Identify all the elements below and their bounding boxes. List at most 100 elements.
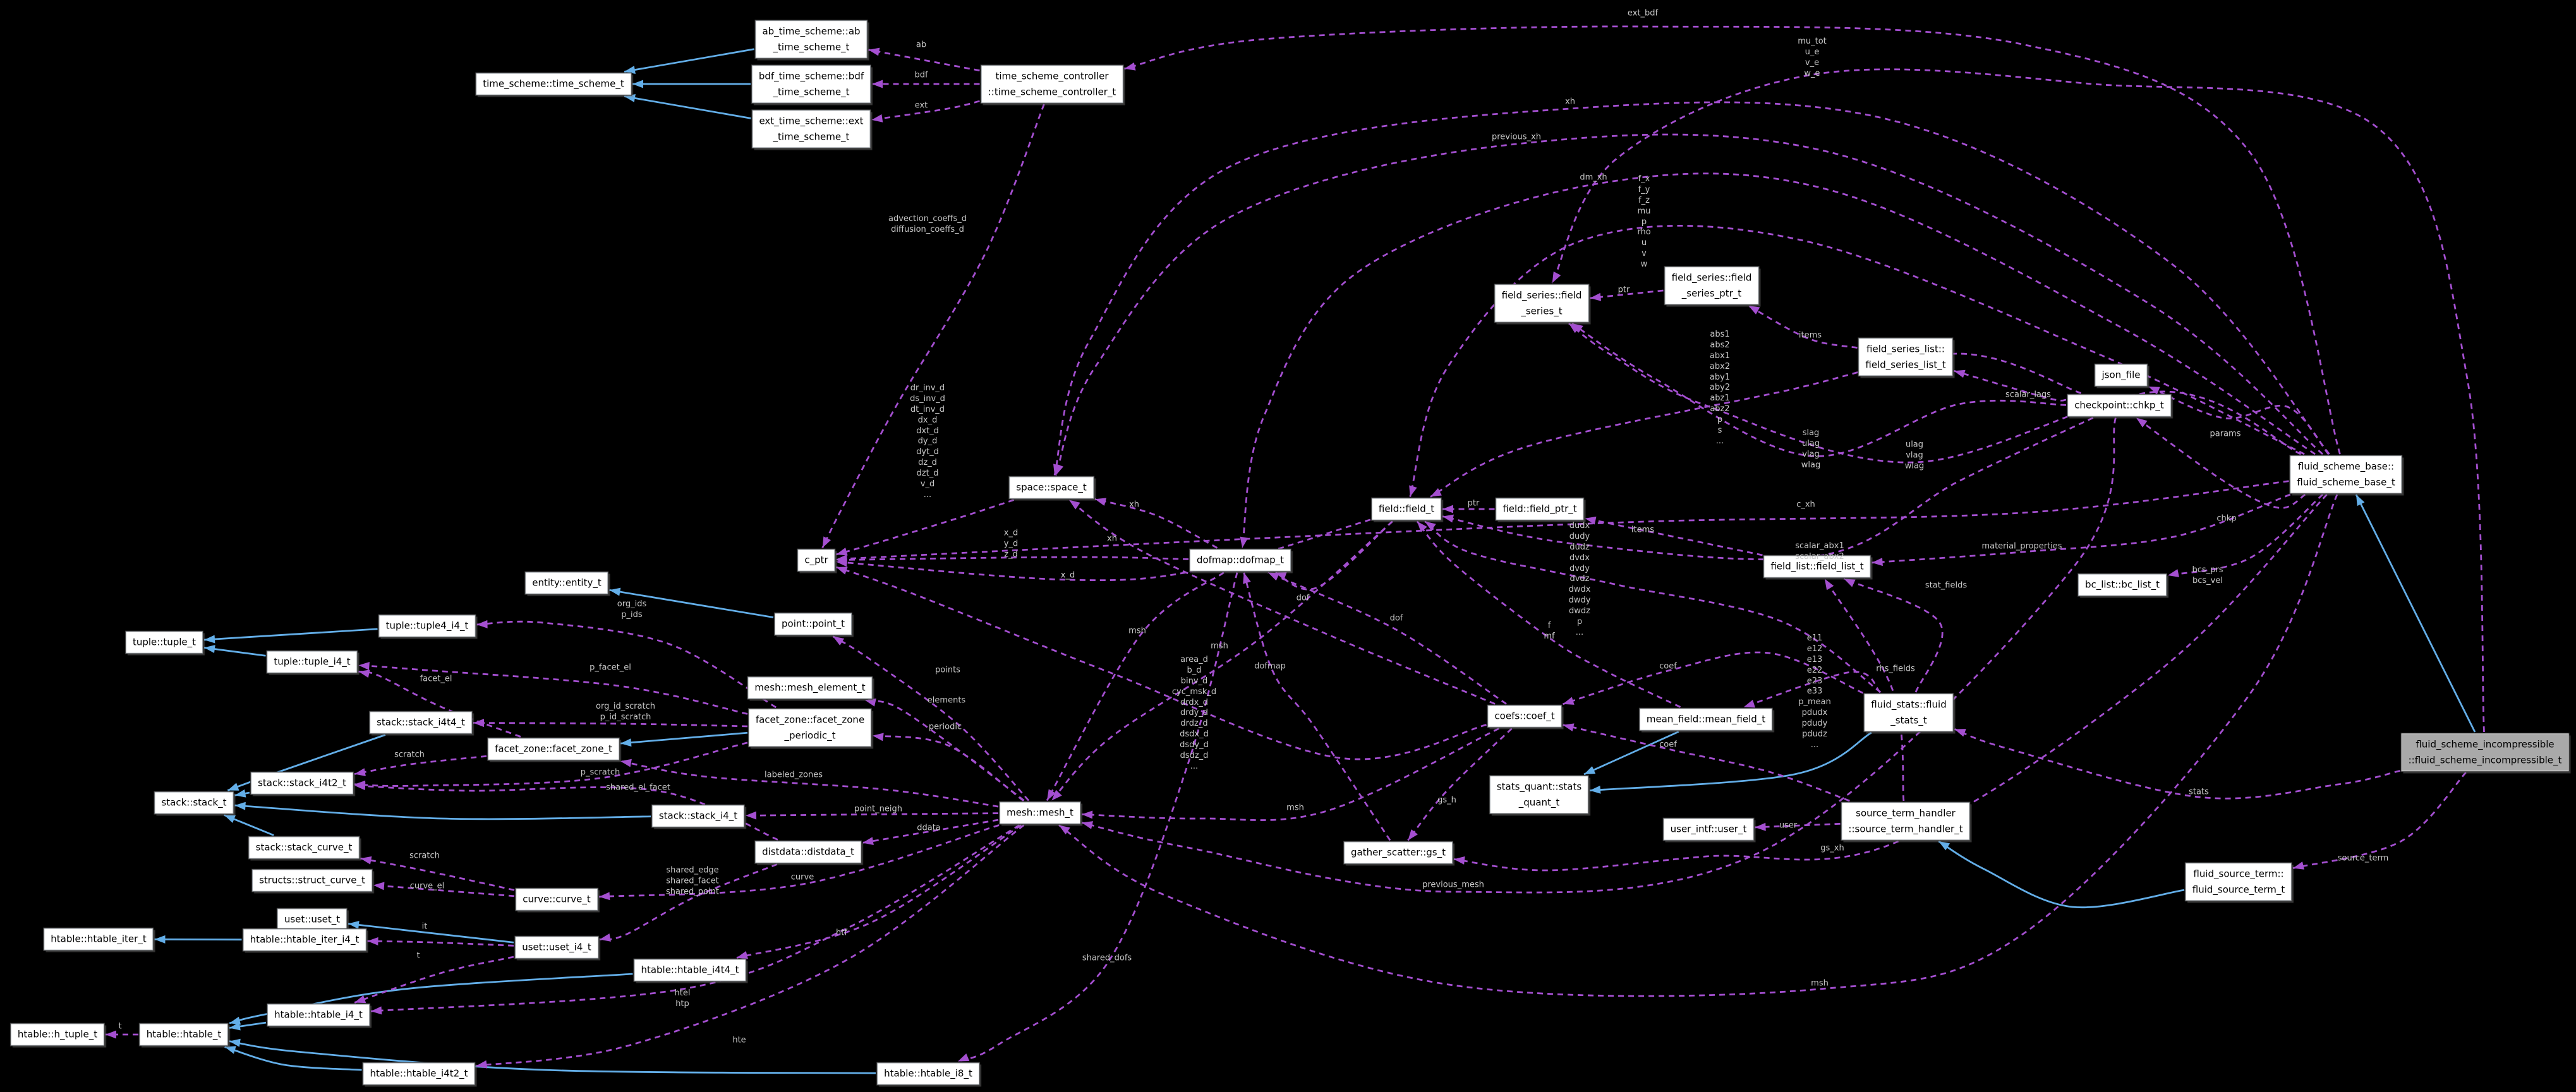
arrowhead [1572, 323, 1583, 333]
arrowhead [1047, 789, 1056, 801]
edge-sth-coef [1563, 724, 1850, 802]
node-json[interactable]: json_file [2094, 363, 2148, 387]
arrowhead [360, 856, 372, 865]
node-tuple4[interactable]: tuple::tuple4_i4_t [378, 614, 476, 638]
node-base[interactable]: fluid_scheme_base:: fluid_scheme_base_t [2289, 455, 2403, 494]
node-meanfield[interactable]: mean_field::mean_field_t [1638, 707, 1774, 731]
node-sth[interactable]: source_term_handler ::source_term_handle… [1841, 801, 1971, 841]
arrowhead [1082, 821, 1094, 829]
arrowhead [1267, 572, 1280, 581]
node-incomp[interactable]: fluid_scheme_incompressible ::fluid_sche… [2400, 733, 2570, 772]
node-iteri4[interactable]: htable::htable_iter_i4_t [242, 928, 367, 952]
arrowhead [229, 1022, 241, 1031]
edge-ext-ts [624, 95, 751, 119]
node-cptr[interactable]: c_ptr [797, 548, 836, 572]
arrowhead [227, 783, 239, 791]
arrowhead [1824, 579, 1834, 591]
edge-field-dofmap [1274, 520, 1393, 591]
node-user[interactable]: user_intf::user_t [1662, 817, 1755, 841]
node-dofmap[interactable]: dofmap::dofmap_t [1188, 548, 1292, 572]
arrowhead [624, 94, 636, 102]
node-fieldlist[interactable]: field_list::field_list_t [1763, 555, 1872, 579]
edge-fserieslist-fseriesptr [1748, 304, 1858, 349]
arrowhead [354, 995, 366, 1004]
arrowhead [476, 620, 488, 628]
node-stacki4t4[interactable]: stack::stack_i4t4_t [369, 711, 473, 735]
node-htable[interactable]: htable::htable_t [138, 1023, 229, 1047]
node-field[interactable]: field::field_t [1370, 497, 1442, 521]
arrowhead [1590, 292, 1602, 301]
node-squant[interactable]: stats_quant::stats _quant_t [1489, 775, 1590, 814]
node-point[interactable]: point::point_t [774, 612, 852, 636]
node-useti4[interactable]: uset::uset_i4_t [514, 935, 599, 959]
node-mesh[interactable]: mesh::mesh_t [999, 801, 1081, 825]
node-iter[interactable]: htable::htable_iter_t [43, 927, 154, 951]
node-hti4t2[interactable]: htable::htable_i4t2_t [362, 1062, 476, 1086]
node-hti4t4[interactable]: htable::htable_i4t4_t [633, 958, 747, 982]
arrowhead [1755, 822, 1766, 831]
node-uset[interactable]: uset::uset_t [276, 908, 348, 932]
node-gs[interactable]: gather_scatter::gs_t [1343, 841, 1453, 865]
edge-ctrl-ab [868, 49, 980, 72]
node-hti8[interactable]: htable::htable_i8_t [876, 1062, 980, 1086]
arrowhead [1430, 488, 1442, 497]
node-fzp[interactable]: facet_zone::facet_zone _periodic_t [747, 708, 873, 747]
arrowhead [868, 47, 880, 56]
edge-base-ctrl [1124, 25, 2341, 455]
arrowhead [1275, 572, 1287, 580]
node-meshel[interactable]: mesh::mesh_element_t [747, 676, 873, 700]
edge-fzp-stacki4t2 [354, 741, 748, 787]
node-fsource[interactable]: fluid_source_term:: fluid_source_term_t [2184, 862, 2293, 901]
arrowhead [1408, 829, 1418, 841]
edge-fzp-tuplei4 [358, 664, 748, 715]
node-entity[interactable]: entity::entity_t [524, 571, 609, 595]
arrowhead [1563, 723, 1575, 731]
node-stackcurve[interactable]: stack::stack_curve_t [248, 836, 360, 860]
node-chkp[interactable]: checkpoint::chkp_t [2067, 393, 2172, 417]
node-tuplei4[interactable]: tuple::tuple_i4_t [266, 650, 358, 674]
arrowhead [367, 937, 378, 945]
node-ext[interactable]: ext_time_scheme::ext _time_scheme_t [751, 109, 871, 148]
node-fseries[interactable]: field_series::field _series_t [1494, 284, 1590, 323]
node-ctrl[interactable]: time_scheme_controller ::time_scheme_con… [980, 64, 1124, 104]
node-fstats[interactable]: fluid_stats::fluid _stats_t [1863, 693, 1954, 732]
arrowhead [1409, 485, 1417, 497]
node-hti4[interactable]: htable::htable_i4_t [267, 1003, 370, 1027]
edge-base-cptr [836, 480, 2289, 560]
arrowhead [354, 768, 366, 777]
node-coef[interactable]: coefs::coef_t [1487, 704, 1563, 728]
edge-base-chkp [2136, 417, 2306, 509]
edge-mesh-fz [620, 760, 999, 808]
node-curve[interactable]: curve::curve_t [515, 887, 598, 911]
node-ts[interactable]: time_scheme::time_scheme_t [475, 72, 632, 96]
arrowhead [2168, 569, 2179, 577]
node-stacki4t2[interactable]: stack::stack_i4t2_t [250, 771, 354, 795]
node-fseriesptr[interactable]: field_series::field _series_ptr_t [1664, 266, 1760, 305]
arrowhead [1454, 856, 1465, 865]
edge-mesh-hti4 [370, 824, 1020, 1012]
edge-fzp-tuple4 [476, 620, 777, 709]
node-space[interactable]: space::space_t [1008, 476, 1094, 500]
node-tuple[interactable]: tuple::tuple_t [124, 630, 204, 654]
node-structcurve[interactable]: structs::struct_curve_t [251, 868, 373, 892]
arrowhead [871, 114, 883, 123]
edge-dofmap-mesh [1046, 572, 1225, 801]
edge-field-mesh [1051, 520, 1393, 801]
node-stacki4[interactable]: stack::stack_i4_t [651, 804, 746, 828]
node-fz[interactable]: facet_zone::facet_zone_t [487, 737, 620, 761]
node-htuple[interactable]: htable::h_tuple_t [9, 1023, 106, 1047]
arrowhead [1051, 789, 1062, 801]
arrowhead [836, 567, 848, 575]
node-stack[interactable]: stack::stack_t [154, 791, 234, 815]
node-distdata[interactable]: distdata::distdata_t [754, 840, 862, 864]
edge-base-space [1053, 101, 2330, 476]
arrowhead [354, 782, 366, 791]
node-fieldptr[interactable]: field::field_ptr_t [1495, 497, 1585, 521]
node-ab[interactable]: ab_time_scheme::ab _time_scheme_t [754, 20, 868, 59]
arrowhead [348, 920, 360, 929]
node-bdf[interactable]: bdf_time_scheme::bdf _time_scheme_t [751, 64, 872, 104]
node-fserieslist[interactable]: field_series_list:: field_series_list_t [1858, 337, 1954, 376]
edge-coef-gs [1407, 728, 1513, 841]
node-bclist[interactable]: bc_list::bc_list_t [2077, 573, 2168, 597]
